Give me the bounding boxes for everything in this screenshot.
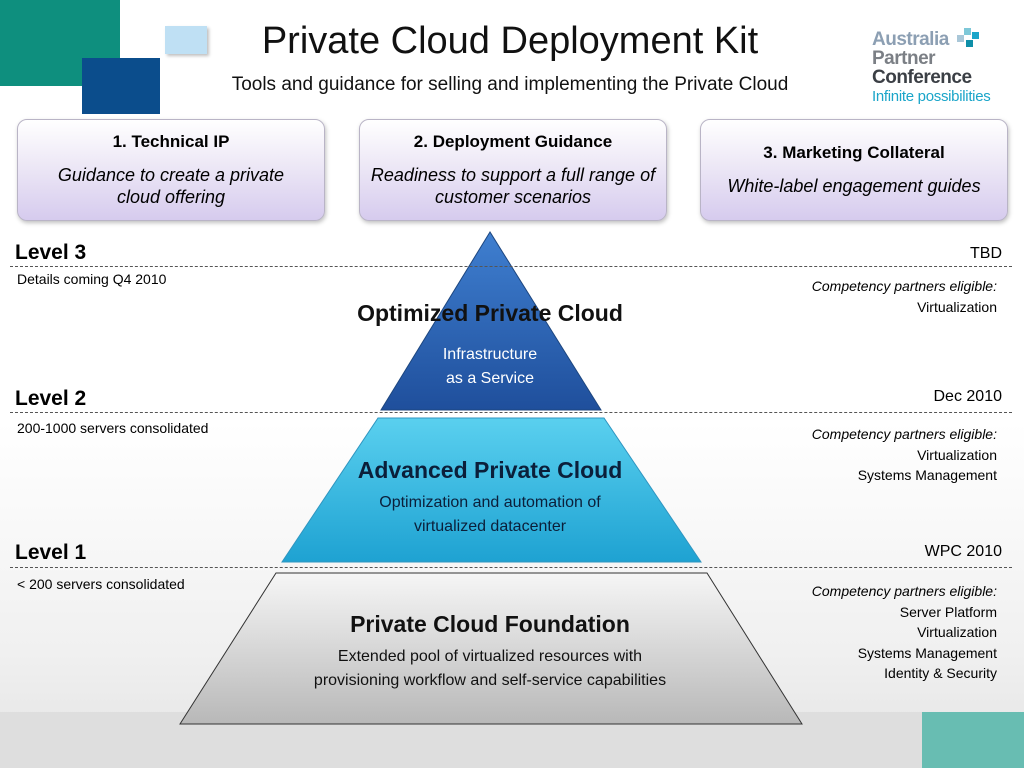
- level-2-date: Dec 2010: [933, 388, 1003, 405]
- tier-top-description-line-1: Infrastructure: [442, 346, 538, 363]
- eligibility-heading: Competency partners eligible:: [811, 426, 997, 442]
- card-title: 2. Deployment Guidance: [413, 132, 613, 151]
- eligibility-item: Server Platform: [899, 603, 997, 620]
- eligibility-heading: Competency partners eligible:: [811, 583, 997, 599]
- card-description: Readiness to support a full range of cus…: [370, 165, 656, 207]
- eligibility-item: Systems Management: [857, 467, 997, 483]
- eligibility-item: Virtualization: [917, 624, 997, 640]
- eligibility-item: Systems Management: [857, 644, 997, 661]
- logo-line-2: Partner: [872, 48, 936, 69]
- tier-bottom-title: Private Cloud Foundation: [350, 611, 630, 637]
- card-title: 1. Technical IP: [112, 132, 230, 151]
- card-technical-ip: 1. Technical IP Guidance to create a pri…: [17, 119, 325, 221]
- tier-top-description: Infrastructure as a Service: [390, 343, 590, 391]
- card-description: White-label engagement guides: [727, 176, 981, 196]
- card-description: Guidance to create a private cloud offer…: [57, 165, 285, 207]
- tier-middle-description-line-1: Optimization and automation of: [379, 494, 601, 511]
- level-2-divider: [10, 412, 1012, 413]
- level-3-date: TBD: [970, 245, 1002, 262]
- level-1-label: Level 1: [15, 541, 87, 564]
- footer-band: [0, 712, 1024, 768]
- level-2-eligibility: Competency partners eligible: Virtualiza…: [812, 424, 997, 486]
- level-2-detail: 200-1000 servers consolidated: [17, 420, 209, 436]
- conference-logo: Australia Partner Conference Infinite po…: [872, 30, 1002, 120]
- logo-squares-icon: [957, 28, 979, 47]
- eligibility-item: Virtualization: [917, 298, 997, 315]
- tier-bottom-description-line-1: Extended pool of virtualized resources w…: [337, 648, 643, 665]
- page-title: Private Cloud Deployment Kit: [261, 20, 759, 62]
- tier-middle-title: Advanced Private Cloud: [357, 457, 623, 483]
- tier-bottom-description-line-2: provisioning workflow and self-service c…: [313, 672, 667, 689]
- level-1-detail: < 200 servers consolidated: [17, 576, 185, 592]
- card-deployment-guidance: 2. Deployment Guidance Readiness to supp…: [359, 119, 667, 221]
- level-3-divider: [10, 266, 1012, 267]
- logo-line-3: Conference: [872, 67, 972, 88]
- level-1-divider: [10, 567, 1012, 568]
- eligibility-heading: Competency partners eligible:: [811, 278, 997, 294]
- footer-teal-block: [922, 712, 1024, 768]
- level-2-label: Level 2: [15, 387, 87, 410]
- pyramid-tier-middle: [281, 417, 702, 563]
- page-subtitle: Tools and guidance for selling and imple…: [231, 74, 789, 95]
- card-marketing-collateral: 3. Marketing Collateral White-label enga…: [700, 119, 1008, 221]
- tier-bottom-description: Extended pool of virtualized resources w…: [270, 645, 710, 693]
- logo-line-1: Australia: [872, 29, 949, 50]
- card-title: 3. Marketing Collateral: [763, 143, 945, 162]
- level-3-eligibility: Competency partners eligible: Virtualiza…: [812, 276, 997, 317]
- eligibility-item: Virtualization: [917, 446, 997, 463]
- decorative-navy-square: [82, 58, 160, 114]
- tier-middle-description: Optimization and automation of virtualiz…: [330, 491, 650, 539]
- decorative-lightblue-square: [165, 26, 207, 54]
- tier-top-title: Optimized Private Cloud: [357, 300, 623, 326]
- level-3-detail: Details coming Q4 2010: [17, 271, 167, 287]
- tier-top-description-line-2: as a Service: [445, 370, 535, 387]
- eligibility-item: Identity & Security: [884, 665, 997, 681]
- level-3-label: Level 3: [15, 241, 87, 264]
- level-1-eligibility: Competency partners eligible: Server Pla…: [812, 581, 997, 684]
- tier-middle-description-line-2: virtualized datacenter: [413, 518, 567, 535]
- level-1-date: WPC 2010: [924, 543, 1002, 560]
- logo-tagline: Infinite possibilities: [872, 88, 991, 105]
